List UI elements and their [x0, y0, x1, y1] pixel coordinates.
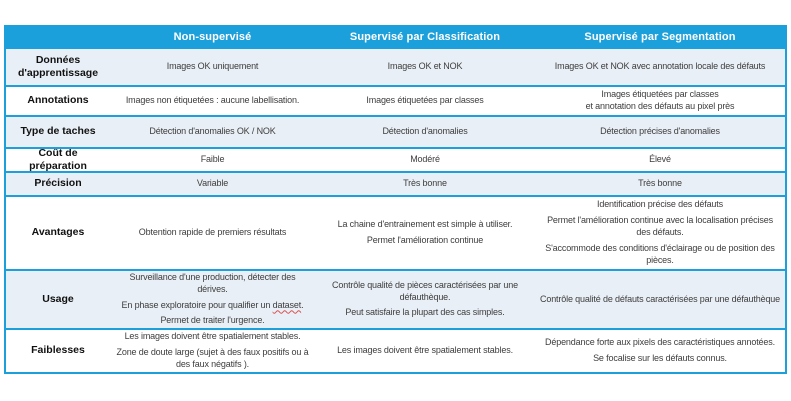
row-label: Usage [42, 292, 74, 305]
table-cell: Détection d'anomalies OK / NOK [149, 126, 276, 137]
table-cell: Les images doivent être spatialement sta… [337, 345, 513, 356]
table-cell: Très bonne [403, 178, 447, 189]
row-label: Avantages [31, 226, 85, 239]
header-supervise-classification: Supervisé par Classification [315, 27, 535, 47]
table-row-precision: Précision Variable Très bonne Très bonne [6, 171, 785, 195]
table-cell: Surveillance d'une production, détecter … [121, 271, 304, 326]
table-cell: Images OK et NOK [387, 61, 463, 72]
table-cell: Contrôle qualité de défauts caractérisée… [539, 293, 781, 304]
table-row-faiblesses: Faiblesses Les images doivent être spati… [6, 328, 785, 372]
table-row-cout-de-preparation: Coût de préparation Faible Modéré Élevé [6, 147, 785, 171]
table-cell: Élevé [649, 154, 671, 165]
row-label: Données d'apprentissage [17, 53, 99, 79]
table-cell: Dépendance forte aux pixels des caractér… [545, 337, 775, 363]
header-non-supervise: Non-supervisé [110, 27, 315, 47]
table-row-annotations: Annotations Images non étiquetées : aucu… [6, 85, 785, 115]
row-label: Faiblesses [31, 344, 85, 357]
table-cell: Modéré [410, 154, 440, 165]
table-cell: Détection précises d'anomalies [600, 126, 720, 137]
comparison-table: Non-supervisé Supervisé par Classificati… [4, 25, 787, 374]
table-cell: Images OK et NOK avec annotation locale … [554, 61, 766, 72]
table-cell: Images OK uniquement [166, 61, 259, 72]
header-label: Supervisé par Segmentation [584, 31, 736, 43]
table-cell: La chaine d'entrainement est simple à ut… [337, 219, 513, 245]
table-row-type-de-taches: Type de taches Détection d'anomalies OK … [6, 115, 785, 147]
table-row-donnees-apprentissage: Données d'apprentissage Images OK unique… [6, 47, 785, 85]
header-label: Supervisé par Classification [349, 31, 501, 43]
header-label: Non-supervisé [173, 31, 252, 43]
row-label: Précision [34, 177, 82, 190]
header-supervise-segmentation: Supervisé par Segmentation [535, 27, 785, 47]
table-cell: Images étiquetées par classes [366, 95, 484, 106]
row-label: Annotations [27, 94, 89, 107]
table-row-usage: Usage Surveillance d'une production, dét… [6, 269, 785, 328]
table-cell: Images non étiquetées : aucune labellisa… [125, 95, 300, 106]
misspelled-word-dataset: dataset [272, 299, 302, 310]
table-cell: Les images doivent être spatialement sta… [116, 331, 309, 369]
table-header-row: Non-supervisé Supervisé par Classificati… [6, 27, 785, 47]
table-cell: Variable [196, 178, 229, 189]
row-label: Type de taches [20, 125, 96, 138]
table-row-avantages: Avantages Obtention rapide de premiers r… [6, 195, 785, 269]
header-empty-cell [6, 27, 110, 47]
table-cell: Obtention rapide de premiers résultats [138, 227, 287, 238]
table-cell: Contrôle qualité de pièces caractérisées… [332, 279, 518, 318]
table-cell: Images étiquetées par classes et annotat… [585, 89, 735, 111]
row-label: Coût de préparation [29, 149, 87, 171]
table-cell: Identification précise des défauts Perme… [545, 199, 775, 265]
table-cell: Très bonne [638, 178, 682, 189]
table-cell: Détection d'anomalies [382, 126, 468, 137]
table-cell: Faible [200, 154, 225, 165]
